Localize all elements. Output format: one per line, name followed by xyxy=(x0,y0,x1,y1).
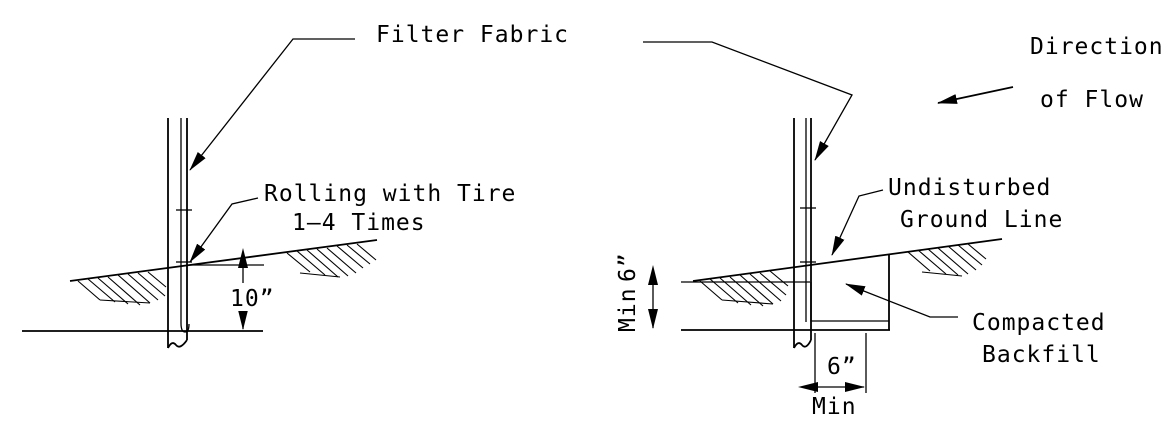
label-filter-fabric: Filter Fabric xyxy=(376,22,569,48)
dim-10in xyxy=(228,248,268,330)
label-1-4-times: 1–4 Times xyxy=(292,210,426,236)
label-undisturbed: Undisturbed xyxy=(888,175,1051,201)
right-post xyxy=(793,118,816,349)
left-detail xyxy=(22,38,378,349)
label-rolling-with-tire: Rolling with Tire xyxy=(264,181,516,207)
right-soil-hatch-b xyxy=(907,243,987,277)
label-backfill: Backfill xyxy=(982,342,1101,368)
left-soil-hatch-a xyxy=(77,271,167,306)
dim-6in-horizontal-label: 6” xyxy=(827,354,857,380)
leader-rolling-with-tire xyxy=(189,197,259,263)
right-detail xyxy=(643,41,1014,393)
label-ground-line: Ground Line xyxy=(900,207,1063,233)
left-ground-line xyxy=(69,239,378,282)
dim-6in-vertical-min-label: Min xyxy=(615,287,641,332)
dim-6in-horizontal-min-label: Min xyxy=(812,394,857,420)
dim-6in-horizontal xyxy=(798,333,867,393)
left-post xyxy=(167,118,192,349)
leader-filter-fabric-left xyxy=(189,38,355,171)
fabric-toe-in-trench xyxy=(810,282,889,322)
dim-10in-label: 10” xyxy=(230,286,275,312)
dim-6in-vertical-label: 6” xyxy=(615,252,641,282)
leader-undisturbed-ground xyxy=(831,189,884,256)
leader-filter-fabric-right xyxy=(643,41,853,161)
label-compacted: Compacted xyxy=(972,310,1106,336)
flow-direction-arrow xyxy=(937,86,1014,104)
right-soil-hatch-a xyxy=(699,270,789,307)
label-of-flow: of Flow xyxy=(1040,87,1144,113)
left-soil-hatch-b xyxy=(286,243,377,278)
right-ground-line xyxy=(692,238,1003,282)
leader-compacted-backfill xyxy=(845,283,958,318)
label-direction: Direction xyxy=(1030,34,1164,60)
